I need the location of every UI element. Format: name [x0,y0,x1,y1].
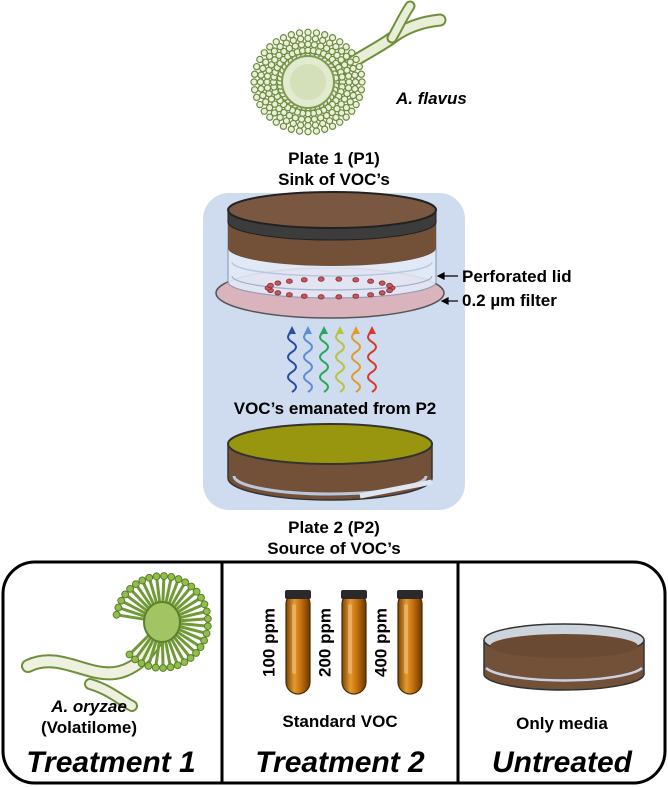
callout-arrows [436,272,458,305]
panel-title-treatment-2: Treatment 2 [255,746,425,779]
plate-2-title: Plate 2 (P2) [288,518,380,537]
treatments-frame [1,560,667,785]
aspergillus-flavus-illustration [250,0,447,136]
perforation-holes [264,276,396,300]
voc-waves [287,326,377,393]
organism-label-a-flavus: A. flavus [396,89,467,108]
tube-label-3: 400 ppm [371,608,391,677]
tube-label-1: 100 ppm [259,608,279,677]
plate-1-illustration [215,191,445,319]
aspergillus-oryzae-illustration [21,572,212,712]
tube-label-2: 200 ppm [315,608,335,677]
plate-2-illustration [227,423,433,501]
plate-1-title: Plate 1 (P1) [288,149,380,168]
voc-caption: VOC’s emanated from P2 [233,399,437,418]
organism-label-a-oryzae: A. oryzae [51,697,127,716]
standard-voc-label: Standard VOC [282,712,398,731]
perforated-lid-label: Perforated lid [462,267,572,286]
panel-title-untreated: Untreated [491,746,633,779]
untreated-plate-illustration [483,623,645,691]
plate-1-subtitle: Sink of VOC’s [278,170,390,189]
filter-label: 0.2 µm filter [462,291,557,310]
plate-2-subtitle: Source of VOC’s [267,539,401,558]
standard-voc-tubes [285,590,423,695]
only-media-label: Only media [516,714,608,733]
volatilome-label: (Volatilome) [40,718,138,737]
panel-title-treatment-1: Treatment 1 [26,746,196,779]
